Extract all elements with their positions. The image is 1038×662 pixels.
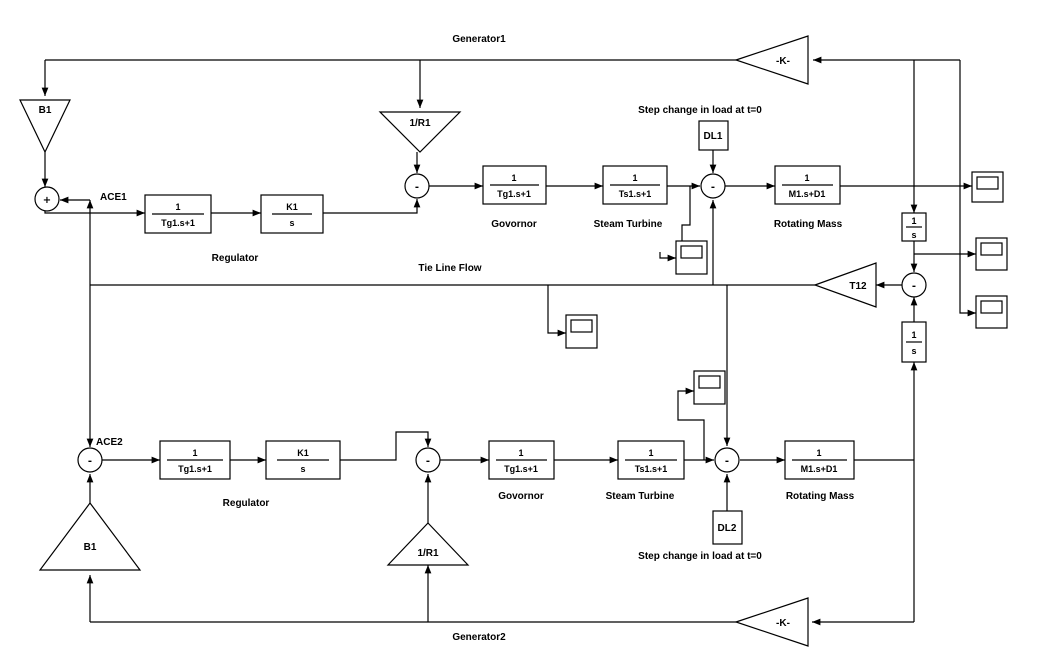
governor1-den: Tg1.s+1 [497,189,531,199]
tie-line-flow-label: Tie Line Flow [418,263,481,274]
integral2-den: s [300,464,305,474]
regulator1-block[interactable]: 1 Tg1.s+1 [144,194,212,234]
scope-mass1[interactable] [971,171,1004,203]
governor1-block[interactable]: 1 Tg1.s+1 [482,165,547,205]
ace2-label: ACE2 [96,437,123,448]
turbine1-block[interactable]: 1 Ts1.s+1 [602,165,668,205]
signal-wires [41,56,976,626]
mass1-den: M1.s+D1 [789,189,826,199]
step-change-label-2: Step change in load at t=0 [638,551,762,562]
mass2-block[interactable]: 1 M1.s+D1 [784,440,855,480]
integral1-block[interactable]: K1 s [260,194,324,234]
turbine2-den: Ts1.s+1 [635,464,668,474]
scope-turbine2[interactable] [693,370,726,405]
generator1-label: Generator1 [452,34,506,45]
governor2-den: Tg1.s+1 [504,464,538,474]
integrator-bottom-num: 1 [911,330,916,340]
dl2-label: DL2 [718,523,737,534]
gain-b1-bottom[interactable]: B1 [38,501,142,571]
ace1-label: ACE1 [100,192,127,203]
gain-r1-top[interactable]: 1/R1 [378,111,462,153]
gain-k-top[interactable]: -K- [734,35,809,85]
dl1-constant[interactable]: DL1 [698,120,729,151]
sum-sign: - [88,456,92,467]
turbine2-num: 1 [648,448,653,458]
sum-sign: - [415,182,419,193]
sum-junction-governor2[interactable]: - [415,447,441,473]
regulator1-num: 1 [175,202,180,212]
regulator2-den: Tg1.s+1 [178,464,212,474]
regulator2-label: Regulator [223,498,270,509]
dl2-constant[interactable]: DL2 [712,510,743,545]
gain-r1-bottom-label: 1/R1 [417,548,439,559]
scope-freq-top[interactable] [975,237,1008,271]
gain-r1-top-label: 1/R1 [409,118,431,129]
gain-r1-bottom[interactable]: 1/R1 [386,522,470,566]
mass2-den: M1.s+D1 [801,464,838,474]
regulator1-label: Regulator [212,253,259,264]
gain-b1-top-label: B1 [39,105,52,116]
sum-junction-load2[interactable]: - [714,447,740,473]
regulator2-block[interactable]: 1 Tg1.s+1 [159,440,231,480]
integrator-bottom-block[interactable]: 1 s [901,321,927,363]
integral1-den: s [289,218,294,228]
gain-b1-top[interactable]: B1 [19,99,71,154]
turbine2-block[interactable]: 1 Ts1.s+1 [617,440,685,480]
mass2-num: 1 [816,448,821,458]
gain-t12[interactable]: T12 [813,262,877,308]
sum-junction-ace2[interactable]: - [77,447,103,473]
governor2-num: 1 [518,448,523,458]
scope-turbine1[interactable] [675,240,708,275]
mass1-label: Rotating Mass [774,219,843,230]
mass2-label: Rotating Mass [786,491,855,502]
gain-k-top-label: -K- [776,56,790,67]
integral1-num: K1 [286,202,298,212]
turbine1-den: Ts1.s+1 [619,189,652,199]
sum-sign: - [711,182,715,193]
sum-junction-freq[interactable]: - [901,272,927,298]
gain-t12-label: T12 [849,281,867,292]
sum-junction-load1[interactable]: - [700,173,726,199]
governor1-label: Govornor [491,219,537,230]
governor2-block[interactable]: 1 Tg1.s+1 [488,440,555,480]
sum-sign: - [725,456,729,467]
integrator-top-block[interactable]: 1 s [901,212,927,242]
turbine1-num: 1 [632,173,637,183]
sum-sign: + [43,195,51,206]
governor1-num: 1 [511,173,516,183]
sum-junction-governor1[interactable]: - [404,173,430,199]
sum-sign: - [426,456,430,467]
sum-junction-ace1[interactable]: + [34,186,60,212]
turbine1-label: Steam Turbine [594,219,663,230]
scope-freq-bottom[interactable] [975,295,1008,329]
mass1-num: 1 [804,173,809,183]
gain-b1-bottom-label: B1 [84,542,97,553]
generator2-label: Generator2 [452,632,506,643]
integral2-num: K1 [297,448,309,458]
governor2-label: Govornor [498,491,544,502]
regulator1-den: Tg1.s+1 [161,218,195,228]
mass1-block[interactable]: 1 M1.s+D1 [774,165,841,205]
gain-k-bottom-label: -K- [776,618,790,629]
integral2-block[interactable]: K1 s [265,440,341,480]
sum-sign: - [912,281,916,292]
dl1-label: DL1 [704,131,723,142]
integrator-top-den: s [911,230,916,240]
integrator-top-num: 1 [911,216,916,226]
gain-k-bottom[interactable]: -K- [734,597,809,647]
turbine2-label: Steam Turbine [606,491,675,502]
integrator-bottom-den: s [911,346,916,356]
step-change-label-1: Step change in load at t=0 [638,105,762,116]
scope-tie-line[interactable] [565,314,598,349]
regulator2-num: 1 [192,448,197,458]
